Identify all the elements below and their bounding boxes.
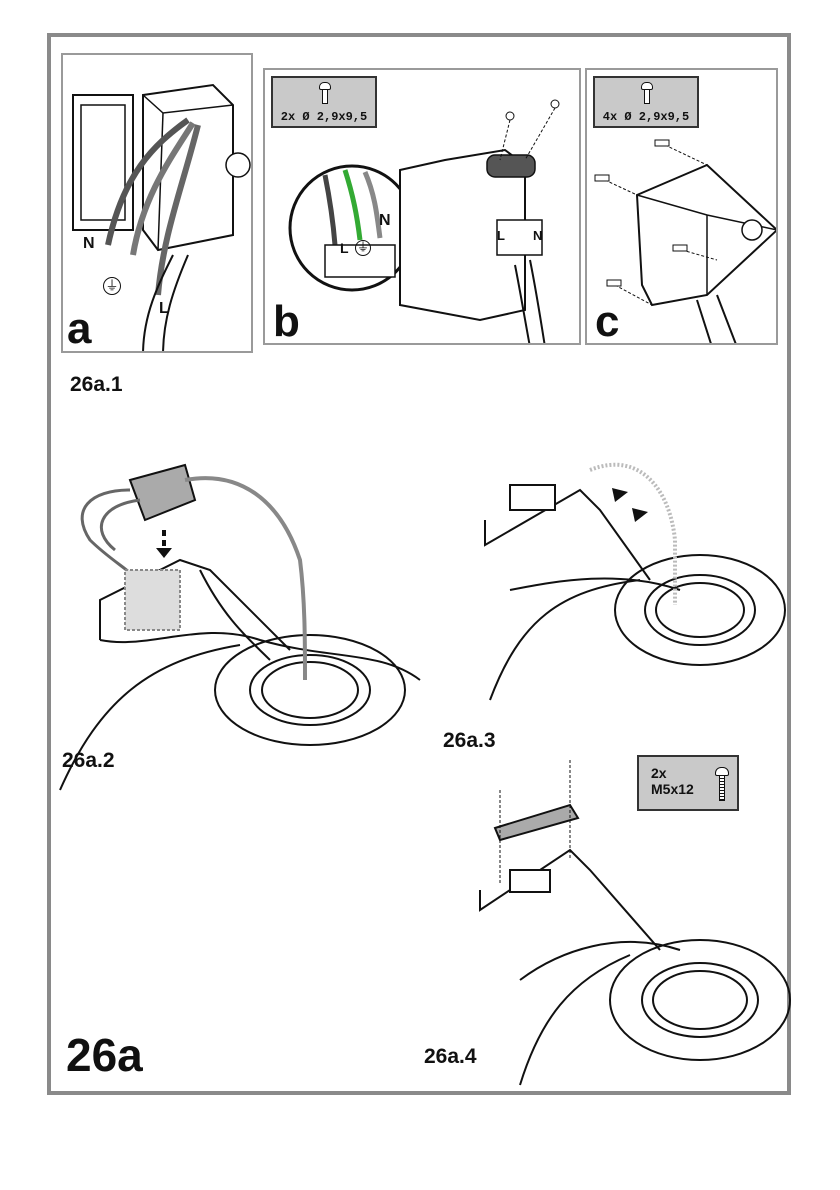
screw-size: M5x12 bbox=[651, 781, 694, 797]
figure-frame bbox=[47, 33, 791, 1095]
junction-box-wiring-illustration bbox=[72, 83, 251, 351]
step-label-26a-4: 26a.4 bbox=[424, 1045, 477, 1068]
panel-b: 2x Ø 2,9x9,5 N L ⏚ L N b bbox=[263, 68, 581, 345]
panel-a: N ⏚ L a bbox=[61, 53, 253, 353]
terminal-label-n-left: N bbox=[379, 212, 391, 229]
step-4-drawing bbox=[479, 760, 791, 1086]
step-label-26a-3: 26a.3 bbox=[443, 729, 496, 752]
panel-c: 4x Ø 2,9x9,5 c bbox=[585, 68, 778, 345]
panel-letter-c: c bbox=[595, 297, 620, 345]
line-label: L bbox=[159, 300, 169, 317]
figure-number: 26a bbox=[66, 1029, 143, 1081]
screw-icon bbox=[319, 82, 331, 104]
screw-spec-text: 2x Ø 2,9x9,5 bbox=[280, 110, 368, 124]
junction-box-cover-illustration bbox=[594, 139, 776, 343]
ground-symbol-icon: ⏚ bbox=[355, 240, 371, 256]
screw-spec-text: 4x Ø 2,9x9,5 bbox=[602, 110, 690, 124]
step-3-drawing bbox=[484, 462, 786, 701]
terminal-label-l-left: L bbox=[340, 240, 349, 256]
screw-spec-box-b: 2x Ø 2,9x9,5 bbox=[271, 76, 377, 128]
screw-icon bbox=[641, 82, 653, 104]
screw-spec-box-c: 4x Ø 2,9x9,5 bbox=[593, 76, 699, 128]
screw-spec-box-m5: 2x M5x12 bbox=[637, 755, 739, 811]
panel-letter-a: a bbox=[67, 304, 92, 353]
neutral-label: N bbox=[83, 235, 95, 252]
screw-icon bbox=[715, 767, 729, 801]
terminal-label-l-right: L bbox=[497, 228, 505, 243]
terminal-label-n-right: N bbox=[533, 228, 543, 243]
panel-letter-b: b bbox=[273, 297, 300, 345]
arrow-down-icon bbox=[612, 488, 648, 522]
screw-count: 2x bbox=[651, 765, 667, 781]
step-label-26a-2: 26a.2 bbox=[62, 749, 115, 772]
ground-symbol-icon: ⏚ bbox=[103, 277, 121, 295]
step-label-26a-1: 26a.1 bbox=[70, 373, 123, 396]
arrow-down-icon bbox=[156, 530, 172, 558]
terminal-block-illustration bbox=[288, 99, 560, 343]
step-2-drawing bbox=[59, 463, 421, 791]
